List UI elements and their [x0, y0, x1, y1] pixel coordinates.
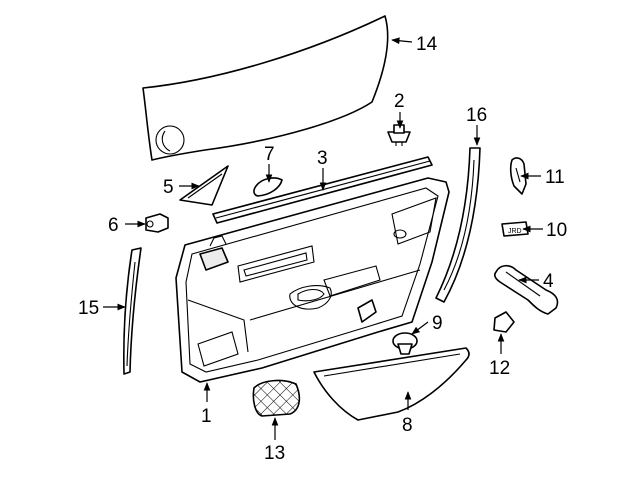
- part-10-marking: JRD: [508, 228, 522, 235]
- callout-5: 5: [163, 177, 174, 198]
- part-5-mirror-cover: [179, 165, 229, 206]
- callout-15: 15: [78, 298, 99, 319]
- callout-9: 9: [432, 313, 443, 334]
- callout-6: 6: [108, 215, 119, 236]
- callout-11: 11: [545, 167, 565, 188]
- part-4-pull-handle: [494, 264, 559, 315]
- callout-10: 10: [546, 220, 567, 241]
- part-13-speaker-grille: [252, 379, 301, 417]
- part-15-front-weatherstrip: [123, 247, 142, 375]
- part-1-door-trim-panel: [175, 177, 450, 383]
- part-7-trim-cover: [253, 177, 283, 197]
- callout-7: 7: [264, 144, 275, 165]
- leader-14: [391, 37, 413, 45]
- part-16-rear-weatherstrip: [435, 147, 481, 303]
- callout-numbers: 14 2 3 7 5 6 16 11 10 4 15 9 12 1 13 8: [78, 34, 567, 464]
- callout-2: 2: [394, 91, 405, 112]
- part-2-clip: [387, 124, 411, 146]
- leader-9: [411, 321, 429, 335]
- callout-13: 13: [264, 443, 285, 464]
- part-11-bracket: [509, 157, 527, 195]
- callout-1: 1: [201, 406, 212, 427]
- leader-lines: [103, 37, 543, 440]
- callout-3: 3: [317, 148, 328, 169]
- part-8-lower-molding: [313, 347, 470, 421]
- callout-12: 12: [489, 358, 510, 379]
- part-6-lock-knob: [145, 213, 169, 233]
- part-14-water-shield: [142, 15, 389, 161]
- callout-4: 4: [543, 271, 554, 292]
- part-12-cover: [493, 311, 515, 333]
- part-10-insert: JRD: [501, 221, 529, 237]
- callout-14: 14: [416, 34, 438, 55]
- part-9-push-pin: [392, 332, 418, 355]
- callout-8: 8: [402, 415, 413, 436]
- callout-16: 16: [466, 105, 487, 126]
